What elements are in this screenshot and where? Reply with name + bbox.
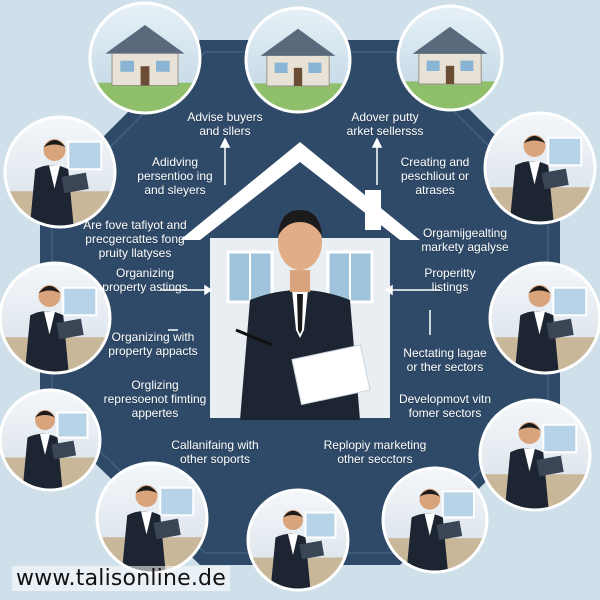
agent-in-kitchen-icon: [0, 388, 102, 492]
agent-at-desk-icon: [0, 261, 112, 375]
agent-with-briefcase-icon: [246, 488, 350, 592]
suburban-house-icon: [396, 4, 504, 112]
connector-arrows: [160, 137, 440, 335]
watermark-text: www.talisonline.de: [12, 566, 230, 591]
agent-working-laptop-icon: [381, 466, 489, 574]
house-with-agent-icon: [180, 142, 420, 420]
